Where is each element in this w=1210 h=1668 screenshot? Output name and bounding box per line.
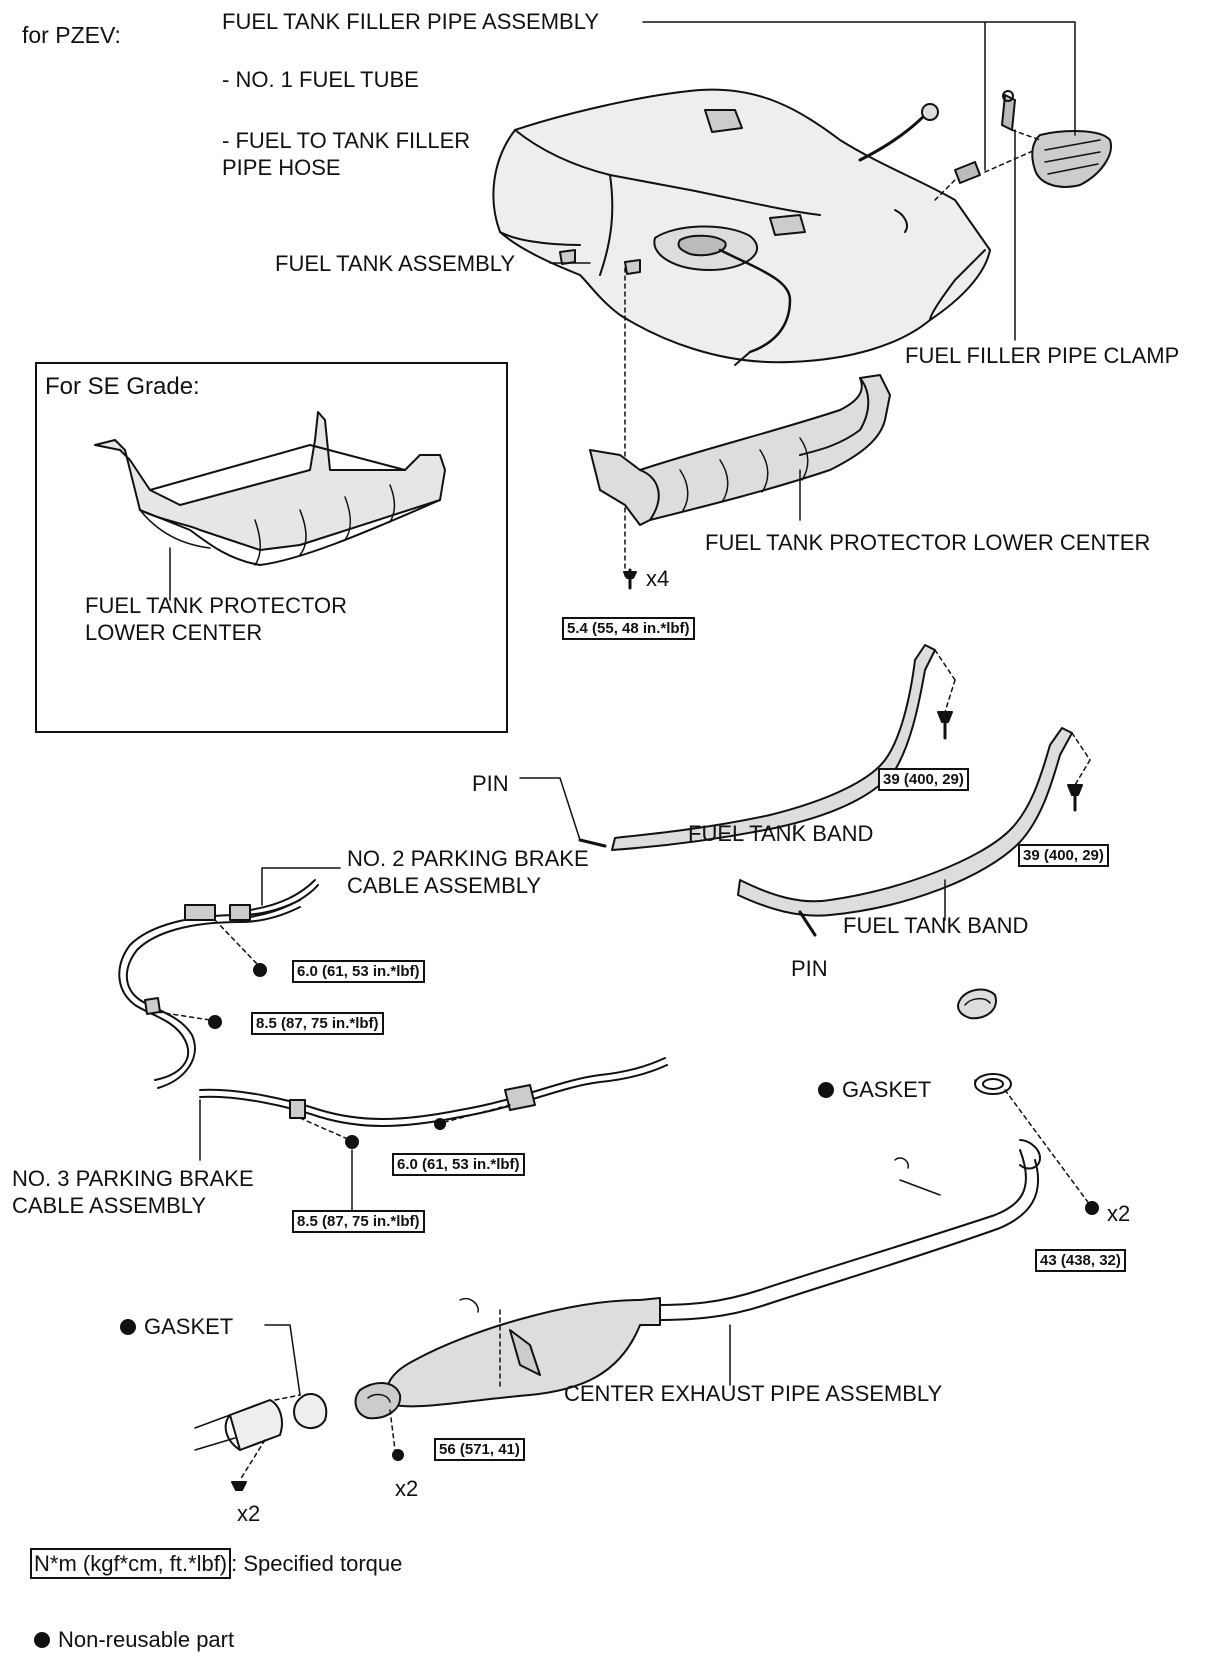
legend-torque-desc: : Specified torque <box>231 1551 403 1576</box>
center-exhaust-pipe-label: CENTER EXHAUST PIPE ASSEMBLY <box>564 1381 943 1406</box>
filler-pipe-parts <box>934 90 1112 201</box>
exhaust-pipe-drawing <box>194 988 1099 1491</box>
protector-bolt-drawing <box>623 568 637 590</box>
no3-brake-cable-drawing <box>199 1057 668 1211</box>
no2-brake-cable-drawing <box>118 867 341 1089</box>
qty-x4-label: x4 <box>646 566 670 591</box>
gasket-lower-label: GASKET <box>120 1313 233 1340</box>
torque-no3-cable-bolt: 6.0 (61, 53 in.*lbf) <box>392 1153 525 1176</box>
torque-no2-cable-bolt: 6.0 (61, 53 in.*lbf) <box>292 960 425 983</box>
fuel-filler-pipe-clamp-label: FUEL FILLER PIPE CLAMP <box>905 343 1180 368</box>
leader-lines-top <box>549 21 1076 341</box>
fuel-tank-band-lower-label: FUEL TANK BAND <box>843 913 1029 938</box>
pin-upper-label: PIN <box>472 771 509 796</box>
se-grade-title: For SE Grade: <box>45 373 200 400</box>
legend-torque: N*m (kgf*cm, ft.*lbf): Specified torque <box>30 1548 402 1579</box>
fuel-to-tank-hose-label: - FUEL TO TANK FILLER PIPE HOSE <box>222 128 471 180</box>
fuel-tank-band-lower-drawing <box>737 727 1091 937</box>
pin-lower-label: PIN <box>791 956 828 981</box>
torque-exhaust-front-nut: 43 (438, 32) <box>1035 1249 1126 1272</box>
no3-parking-brake-label: NO. 3 PARKING BRAKE CABLE ASSEMBLY <box>12 1166 254 1218</box>
se-grade-box <box>35 362 508 733</box>
no2-parking-brake-label: NO. 2 PARKING BRAKE CABLE ASSEMBLY <box>347 846 589 898</box>
torque-no3-cable-nut: 8.5 (87, 75 in.*lbf) <box>292 1210 425 1233</box>
se-protector-drawing <box>94 411 446 601</box>
torque-protector-bolt: 5.4 (55, 48 in.*lbf) <box>562 617 695 640</box>
qty-x2-bottom-left-label: x2 <box>237 1501 261 1526</box>
torque-no2-cable-nut: 8.5 (87, 75 in.*lbf) <box>251 1012 384 1035</box>
legend-non-reusable: Non-reusable part <box>34 1626 234 1653</box>
torque-exhaust-mid-nut: 56 (571, 41) <box>434 1438 525 1461</box>
no1-fuel-tube-label: - NO. 1 FUEL TUBE <box>222 67 419 92</box>
protector-drawing <box>589 374 891 526</box>
fuel-tank-assembly-label: FUEL TANK ASSEMBLY <box>275 251 516 276</box>
se-protector-label: FUEL TANK PROTECTOR LOWER CENTER <box>85 593 348 645</box>
non-reusable-bullet-icon <box>818 1082 834 1098</box>
protector-lower-center-label: FUEL TANK PROTECTOR LOWER CENTER <box>705 530 1151 555</box>
gasket-upper-label: GASKET <box>818 1076 931 1103</box>
legend-torque-unit: N*m (kgf*cm, ft.*lbf) <box>30 1548 232 1579</box>
qty-x2-right-label: x2 <box>1107 1201 1131 1226</box>
torque-band-lower: 39 (400, 29) <box>1018 844 1109 867</box>
qty-x2-bottom-mid-label: x2 <box>395 1476 419 1501</box>
fuel-tank-drawing <box>492 88 991 581</box>
fuel-tank-band-upper-drawing <box>519 644 956 851</box>
fuel-tank-band-upper-label: FUEL TANK BAND <box>688 821 874 846</box>
variant-label: for PZEV: <box>22 22 121 48</box>
filler-pipe-assembly-label: FUEL TANK FILLER PIPE ASSEMBLY <box>222 9 599 34</box>
torque-band-upper: 39 (400, 29) <box>878 768 969 791</box>
non-reusable-bullet-icon <box>120 1319 136 1335</box>
non-reusable-bullet-icon <box>34 1632 50 1648</box>
